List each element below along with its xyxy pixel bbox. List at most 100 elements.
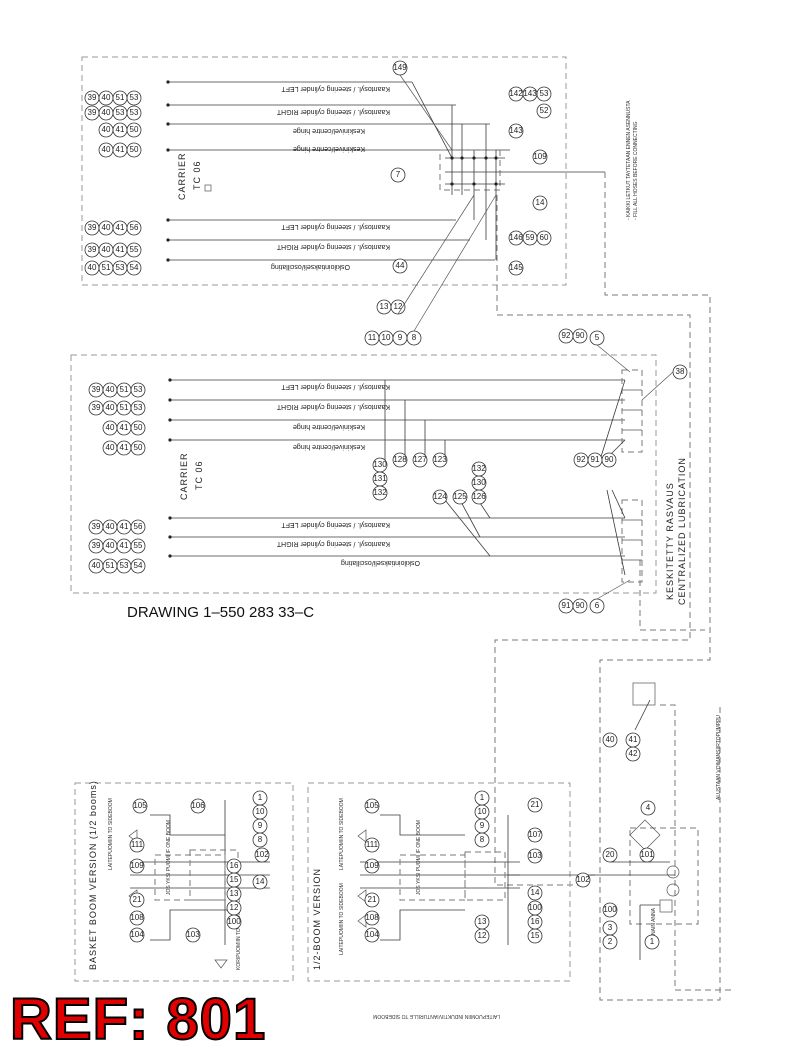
fill-hoses-note: - KAIKKI LETKUT TAYTETAAN ENNEN ASENNUST… bbox=[626, 100, 639, 220]
svg-text:53: 53 bbox=[134, 403, 143, 412]
svg-text:41: 41 bbox=[116, 125, 125, 134]
basket-boom-labels: LAITEPUOMIIN TO SIDEBOOM JOS YKSI PUOMI … bbox=[108, 798, 242, 970]
bubble-row: 39 40 51 53 bbox=[88, 400, 146, 416]
svg-text:41: 41 bbox=[629, 735, 638, 744]
boom-12-callouts: 105 111 109 108 21 104 8 9 10 1 21 107 1… bbox=[364, 790, 591, 944]
svg-text:39: 39 bbox=[92, 385, 101, 394]
svg-text:KESKITETTY RASVAUS: KESKITETTY RASVAUS bbox=[665, 482, 675, 600]
carrier-lower-title: CARRIER bbox=[179, 452, 189, 500]
carrier-upper-callouts: 149 7 14 109 44 145 146 59 60 13 12 143 … bbox=[364, 60, 552, 346]
upper-line-label: Oskilointiakseli/oscillating bbox=[271, 263, 350, 270]
carrier-lower-frame bbox=[70, 354, 657, 594]
svg-text:51: 51 bbox=[120, 403, 129, 412]
svg-text:127: 127 bbox=[413, 455, 427, 464]
svg-text:55: 55 bbox=[134, 541, 143, 550]
svg-text:142: 142 bbox=[509, 89, 523, 98]
carrier-upper-lines bbox=[166, 80, 510, 262]
svg-text:52: 52 bbox=[540, 106, 549, 115]
svg-text:59: 59 bbox=[526, 233, 535, 242]
svg-text:5: 5 bbox=[595, 333, 600, 342]
svg-text:108: 108 bbox=[130, 913, 144, 922]
svg-text:LAITEPUOMIIN TO SIDEBOOM: LAITEPUOMIIN TO SIDEBOOM bbox=[108, 798, 114, 870]
svg-text:12: 12 bbox=[230, 903, 239, 912]
svg-text:40: 40 bbox=[106, 423, 115, 432]
svg-text:16: 16 bbox=[230, 861, 239, 870]
svg-text:128: 128 bbox=[393, 455, 407, 464]
lower-line-label: Kaantosyl. / steering cylinder RIGHT bbox=[276, 540, 390, 547]
carrier-upper-title: CARRIER bbox=[177, 152, 187, 200]
svg-text:41: 41 bbox=[116, 145, 125, 154]
lower-line-label: Kaantosyl. / steering cylinder LEFT bbox=[281, 521, 390, 528]
svg-text:53: 53 bbox=[116, 108, 125, 117]
svg-text:13: 13 bbox=[478, 917, 487, 926]
svg-text:KORIPUOMIIN TO BASKET BOOM: KORIPUOMIIN TO BASKET BOOM bbox=[236, 891, 242, 970]
svg-text:53: 53 bbox=[540, 89, 549, 98]
svg-text:40: 40 bbox=[102, 223, 111, 232]
svg-text:111: 111 bbox=[366, 840, 379, 849]
svg-text:130: 130 bbox=[373, 460, 387, 469]
svg-text:41: 41 bbox=[116, 223, 125, 232]
svg-text:40: 40 bbox=[606, 735, 615, 744]
svg-text:- FILL ALL HOSES BEFORE CONNEC: - FILL ALL HOSES BEFORE CONNECTING bbox=[633, 121, 639, 220]
svg-text:40: 40 bbox=[106, 541, 115, 550]
svg-text:- KAIKKI LETKUT TAYTETAAN ENNE: - KAIKKI LETKUT TAYTETAAN ENNEN ASENNUST… bbox=[626, 100, 632, 220]
bottom-note: LAITEPUOMIIN INDUKTIIVIANTURILLE TO SIDE… bbox=[373, 1013, 500, 1019]
svg-text:50: 50 bbox=[130, 145, 139, 154]
svg-text:90: 90 bbox=[576, 331, 585, 340]
svg-text:ALUSTAAN VOIMANSIIRTOPUMPPU: ALUSTAAN VOIMANSIIRTOPUMPPU bbox=[716, 715, 722, 800]
svg-text:124: 124 bbox=[433, 492, 447, 501]
carrier-lower-callouts: 130 131 132 128 127 123 124 125 126 130 … bbox=[372, 328, 688, 614]
svg-text:2: 2 bbox=[608, 937, 613, 946]
boom-12-labels: LAITEPUOMIIN TO SIDEBOOM JOS YKSI PUOMI … bbox=[339, 798, 422, 955]
svg-text:107: 107 bbox=[528, 830, 542, 839]
svg-text:109: 109 bbox=[365, 861, 379, 870]
svg-text:109: 109 bbox=[533, 152, 547, 161]
svg-text:92: 92 bbox=[562, 331, 571, 340]
pump-assembly bbox=[590, 682, 699, 960]
lower-line-label: Oskilointiakseli/oscillating bbox=[341, 559, 420, 566]
svg-text:16: 16 bbox=[531, 917, 540, 926]
svg-text:131: 131 bbox=[373, 474, 387, 483]
svg-text:130: 130 bbox=[472, 478, 486, 487]
svg-text:15: 15 bbox=[531, 931, 540, 940]
svg-text:1: 1 bbox=[258, 793, 263, 802]
svg-text:14: 14 bbox=[256, 877, 265, 886]
svg-text:90: 90 bbox=[576, 601, 585, 610]
carrier-lower-lines bbox=[168, 378, 625, 558]
pump-labels: ALUSTAAN VOIMANSIIRTOPUMPPU NAIN ANNA bbox=[651, 715, 722, 935]
svg-text:39: 39 bbox=[92, 403, 101, 412]
svg-text:10: 10 bbox=[478, 807, 487, 816]
bubble-row: 39 40 41 55 bbox=[88, 538, 146, 554]
carrier-lower-distributors bbox=[599, 369, 643, 583]
svg-text:39: 39 bbox=[88, 223, 97, 232]
svg-text:108: 108 bbox=[365, 913, 379, 922]
carrier-upper-line-labels: Kaantosyl. / steering cylinder LEFT Kaan… bbox=[271, 85, 390, 270]
bubble-row: 40 51 53 54 bbox=[88, 558, 146, 574]
svg-text:21: 21 bbox=[133, 895, 142, 904]
upper-line-label: Kaantosyl. / steering cylinder LEFT bbox=[281, 85, 390, 92]
svg-text:12: 12 bbox=[394, 302, 403, 311]
svg-text:11: 11 bbox=[368, 333, 377, 342]
svg-text:51: 51 bbox=[106, 561, 115, 570]
reference-label: REF: 801 bbox=[9, 986, 267, 1053]
carrier-upper-model: TC 06 bbox=[192, 160, 202, 190]
svg-text:146: 146 bbox=[509, 233, 523, 242]
svg-text:103: 103 bbox=[186, 930, 200, 939]
svg-text:JOS YKSI PUOMI IF ONE BOOM: JOS YKSI PUOMI IF ONE BOOM bbox=[166, 820, 172, 895]
svg-text:39: 39 bbox=[88, 93, 97, 102]
bubble-row: 39 40 41 56 bbox=[84, 220, 142, 236]
svg-text:40: 40 bbox=[102, 145, 111, 154]
svg-text:CENTRALIZED LUBRICATION: CENTRALIZED LUBRICATION bbox=[677, 457, 687, 605]
svg-text:143: 143 bbox=[523, 89, 537, 98]
svg-text:40: 40 bbox=[88, 263, 97, 272]
hose-routes bbox=[494, 172, 735, 1001]
svg-text:39: 39 bbox=[92, 522, 101, 531]
upper-line-label: Keskinivel/centre hinge bbox=[293, 127, 365, 134]
svg-text:53: 53 bbox=[116, 263, 125, 272]
svg-text:9: 9 bbox=[258, 821, 263, 830]
svg-text:126: 126 bbox=[472, 492, 486, 501]
svg-text:53: 53 bbox=[134, 385, 143, 394]
svg-text:143: 143 bbox=[509, 126, 523, 135]
boom-12-frame bbox=[307, 782, 571, 982]
